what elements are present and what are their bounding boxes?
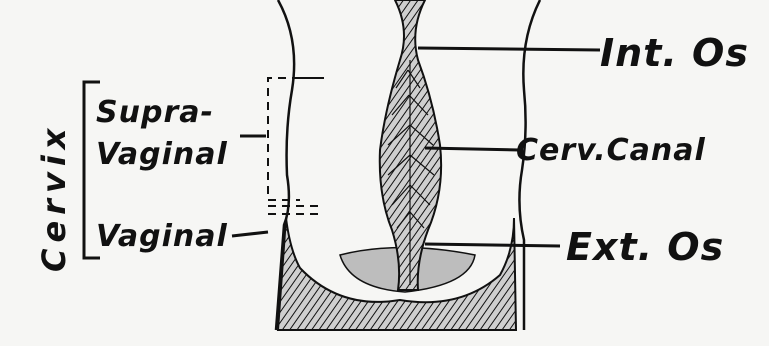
label-supra: Supra- — [96, 98, 214, 128]
leader-int-os — [418, 48, 600, 50]
label-cerv-canal: Cerv.Canal — [516, 136, 706, 166]
label-int-os: Int. Os — [600, 34, 749, 72]
leader-ext-os — [425, 244, 560, 246]
label-cervix: Cervix — [38, 123, 70, 272]
leader-cerv-canal — [425, 148, 520, 150]
label-supravaginal: Vaginal — [96, 140, 228, 170]
leader-vaginal — [232, 232, 268, 236]
label-ext-os: Ext. Os — [566, 228, 724, 266]
label-vaginal: Vaginal — [96, 222, 228, 252]
region-markers — [268, 78, 322, 214]
